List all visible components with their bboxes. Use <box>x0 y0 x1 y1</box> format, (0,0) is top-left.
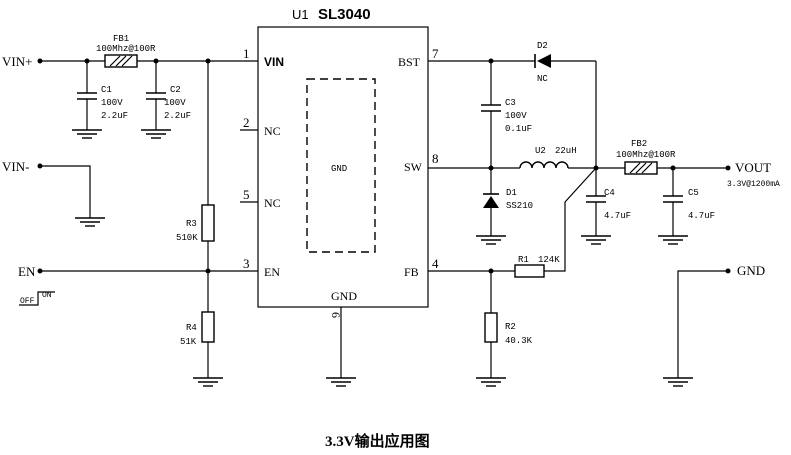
c2-ref: C2 <box>170 85 181 95</box>
d1-value: SS210 <box>506 201 533 211</box>
resistor-r4: R4 51K <box>180 271 224 387</box>
c2-voltage: 100V <box>164 98 186 108</box>
diode-d1: D1 SS210 <box>475 168 533 245</box>
c3-value: 0.1uF <box>505 124 532 134</box>
thermal-pad <box>306 78 376 253</box>
capacitor-c4: C4 4.7uF <box>580 168 631 245</box>
pin-nc-5-name: NC <box>264 196 281 210</box>
c4-ref: C4 <box>604 188 615 198</box>
r4-value: 51K <box>180 337 197 347</box>
figure-caption: 3.3V输出应用图 <box>325 432 430 450</box>
en-switch-indicator: OFF ON <box>19 291 55 306</box>
switch-on-label: ON <box>42 291 52 300</box>
c1-ref: C1 <box>101 85 112 95</box>
pin-sw-number: 8 <box>432 151 439 166</box>
d2-value: NC <box>537 74 548 84</box>
d2-ref: D2 <box>537 41 548 51</box>
pin-bst: 7 BST <box>398 46 439 69</box>
pin-nc-2-name: NC <box>264 124 281 138</box>
inductor-u2: U2 22uH <box>519 146 625 169</box>
pin-nc-2: 2 NC <box>240 115 281 138</box>
r3-ref: R3 <box>186 219 197 229</box>
resistor-r3: R3 510K <box>176 61 215 271</box>
c3-ref: C3 <box>505 98 516 108</box>
resistor-r1: R1 124K <box>514 255 560 278</box>
gnd-label: GND <box>737 263 765 278</box>
pin-en-number: 3 <box>243 256 250 271</box>
pin-sw: 8 SW <box>404 151 439 174</box>
pin-nc-5: 5 NC <box>240 187 281 210</box>
pin-gnd: GND 6 <box>329 289 357 318</box>
c2-value: 2.2uF <box>164 111 191 121</box>
pin-en-name: EN <box>264 265 280 279</box>
r4-ref: R4 <box>186 323 197 333</box>
u2-value: 22uH <box>555 146 577 156</box>
switch-off-label: OFF <box>20 297 35 306</box>
vout-label: VOUT <box>735 160 771 175</box>
fb1-value: 100Mhz@100R <box>96 44 156 54</box>
vout-spec: 3.3V@1200mA <box>727 180 780 189</box>
r2-value: 40.3K <box>505 336 533 346</box>
en-label: EN <box>18 264 36 279</box>
fb1-ref: FB1 <box>113 34 129 44</box>
pin-gnd-number: 6 <box>329 312 343 318</box>
output-section: D2 NC C3 100V 0.1uF U2 22uH <box>428 41 780 387</box>
pin-sw-name: SW <box>404 160 423 174</box>
vin-minus-label: VIN- <box>2 159 29 174</box>
chip-part-name: SL3040 <box>318 6 371 23</box>
diode-d2: D2 NC <box>534 41 597 168</box>
pin-vin: 1 VIN <box>243 46 284 69</box>
chip-designator: U1 <box>292 7 309 22</box>
r3-value: 510K <box>176 233 198 243</box>
input-section: VIN+ FB1 100Mhz@100R C1 100V 2.2uF <box>2 34 357 387</box>
pin-vin-number: 1 <box>243 46 250 61</box>
pin-vin-name: VIN <box>264 55 284 69</box>
pin-bst-name: BST <box>398 55 421 69</box>
resistor-r2: R2 40.3K <box>475 271 533 387</box>
vout-terminal <box>725 165 731 171</box>
pin-en: 3 EN <box>243 256 280 279</box>
capacitor-c1: C1 100V 2.2uF <box>71 58 128 139</box>
c5-ref: C5 <box>688 188 699 198</box>
pin-nc-5-number: 5 <box>243 187 250 202</box>
r2-ref: R2 <box>505 322 516 332</box>
pin-nc-2-number: 2 <box>243 115 250 130</box>
u2-ref: U2 <box>535 146 546 156</box>
fb2-value: 100Mhz@100R <box>616 150 676 160</box>
fb2-ref: FB2 <box>631 139 647 149</box>
r1-value: 124K <box>538 255 560 265</box>
ferrite-bead-fb1: FB1 100Mhz@100R <box>96 34 156 68</box>
chip-sl3040: U1 SL3040 GND 1 VIN 2 NC 5 NC 3 EN 7 BST <box>240 6 439 318</box>
capacitor-c2: C2 100V 2.2uF <box>140 58 191 139</box>
pin-fb-number: 4 <box>432 256 439 271</box>
thermal-pad-label: GND <box>331 164 347 174</box>
c1-voltage: 100V <box>101 98 123 108</box>
capacitor-c5: C5 4.7uF <box>657 168 715 245</box>
capacitor-c3: C3 100V 0.1uF <box>481 61 532 168</box>
c4-value: 4.7uF <box>604 211 631 221</box>
pin-gnd-name: GND <box>331 289 357 303</box>
pin-bst-number: 7 <box>432 46 439 61</box>
pin-fb: 4 FB <box>404 256 439 279</box>
c5-value: 4.7uF <box>688 211 715 221</box>
c1-value: 2.2uF <box>101 111 128 121</box>
ferrite-bead-fb2: FB2 100Mhz@100R <box>616 139 676 175</box>
pin-fb-name: FB <box>404 265 419 279</box>
d1-ref: D1 <box>506 188 517 198</box>
vin-plus-label: VIN+ <box>2 54 32 69</box>
r1-ref: R1 <box>518 255 529 265</box>
c3-voltage: 100V <box>505 111 527 121</box>
